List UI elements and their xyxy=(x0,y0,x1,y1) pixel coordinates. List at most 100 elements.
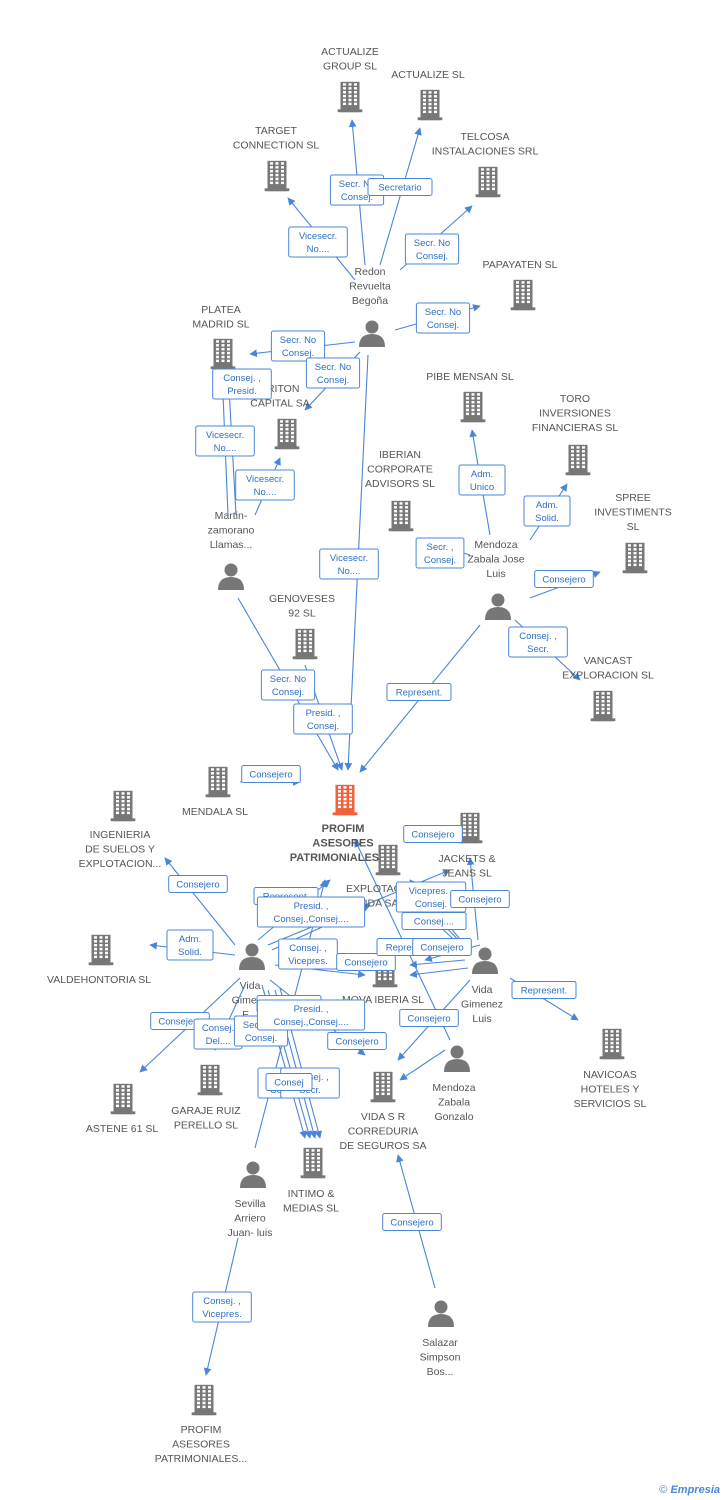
relation-badge[interactable]: Represent. xyxy=(511,981,577,999)
relation-badge[interactable]: Consejero xyxy=(534,570,594,588)
relation-badge[interactable]: Presid. ,Consej.,Consej.... xyxy=(256,896,366,928)
copyright-icon: © xyxy=(659,1484,668,1496)
relation-badge[interactable]: Consejero xyxy=(450,890,510,908)
node-valdehontoria[interactable]: VALDEHONTORIA SL xyxy=(47,934,151,986)
node-salazar[interactable]: SalazarSimpsonBos... xyxy=(420,1300,461,1379)
node-label: Sevilla xyxy=(235,1198,266,1210)
relation-badge-label: Consejero xyxy=(344,958,387,969)
relation-badge-label: Consejero xyxy=(542,575,585,586)
relation-badge[interactable]: Consejero xyxy=(412,938,472,956)
node-actualize[interactable]: ACTUALIZE SL xyxy=(391,69,465,121)
relation-badge[interactable]: Consej.... xyxy=(401,912,467,930)
relation-badge[interactable]: Presid. ,Consej.,Consej.... xyxy=(256,999,366,1031)
relation-badge[interactable]: Secr. No Consej. xyxy=(260,669,316,701)
node-label: PROFIM xyxy=(181,1424,222,1436)
relation-badge-label: Consej. xyxy=(415,899,447,910)
node-label: Simpson xyxy=(420,1352,461,1364)
relation-badge[interactable]: Consejero xyxy=(403,825,463,843)
building-icon xyxy=(375,844,401,876)
relation-badge-label: Consejero xyxy=(458,895,501,906)
node-label: Bos... xyxy=(427,1366,454,1378)
node-label: EXPLOTAC... xyxy=(346,883,410,895)
node-label: Revuelta xyxy=(349,281,391,293)
relation-badge-label: Secr. xyxy=(527,644,549,655)
relation-badge[interactable]: Adm.Unico xyxy=(458,464,506,496)
node-jackets[interactable]: JACKETS &JEANS SL xyxy=(438,812,496,880)
relation-badge[interactable]: Consej. ,Vicepres. xyxy=(192,1291,252,1323)
relation-badge[interactable]: Consejero xyxy=(399,1009,459,1027)
relation-badge[interactable]: Vicesecr.No.... xyxy=(195,425,255,457)
node-profim_suc[interactable]: PROFIMASESORESPATRIMONIALES... xyxy=(155,1384,247,1465)
relation-badge-label: Consej. , xyxy=(519,631,557,642)
relation-badge[interactable]: Consej xyxy=(265,1073,313,1091)
relation-badge[interactable]: Consejero xyxy=(382,1213,442,1231)
relation-badge[interactable]: Consej. , Secr. xyxy=(508,626,568,658)
node-pibe[interactable]: PIBE MENSAN SL xyxy=(426,371,514,423)
relation-badge[interactable]: Consejero xyxy=(241,765,301,783)
relation-badge[interactable]: Consej.Del.... xyxy=(193,1018,243,1050)
relation-badge[interactable]: Consej. ,Presid. xyxy=(212,368,272,400)
node-astene[interactable]: ASTENE 61 SL xyxy=(86,1083,159,1135)
node-label: VIDA SA xyxy=(358,898,399,910)
relation-badge[interactable]: Consejero xyxy=(168,875,228,893)
relation-badge-label: Consej. xyxy=(272,687,304,698)
node-label: DE SUELOS Y xyxy=(85,844,155,856)
relation-badge-label: Vicesecr. xyxy=(206,430,244,441)
relation-badge-label: Secr. No xyxy=(425,307,461,318)
relation-badge[interactable]: Vicesecr.No.... xyxy=(235,469,295,501)
node-martin[interactable]: Martin-zamoranoLlamas... xyxy=(208,510,255,590)
relation-badge[interactable]: Consejero xyxy=(327,1032,387,1050)
relation-badge-label: No.... xyxy=(254,487,277,498)
node-label: VALDEHONTORIA SL xyxy=(47,974,151,986)
node-intimo[interactable]: INTIMO &MEDIAS SL xyxy=(283,1147,339,1215)
person-icon xyxy=(359,320,385,347)
relation-badge[interactable]: Secr. ,Consej. xyxy=(415,537,465,569)
relation-badge[interactable]: Presid. ,Consej. xyxy=(293,703,353,735)
relation-badge[interactable]: Adm.Solid. xyxy=(523,495,571,527)
relation-badge[interactable]: Adm.Solid. xyxy=(166,929,214,961)
relation-badge[interactable]: Represent. xyxy=(386,683,452,701)
relation-badge[interactable]: Consej. ,Vicepres. xyxy=(278,938,338,970)
node-papayaten[interactable]: PAPAYATEN SL xyxy=(483,259,558,311)
node-explotac[interactable]: EXPLOTAC... VIDA SA xyxy=(346,844,410,910)
relation-badge[interactable]: Secretario xyxy=(367,178,433,196)
relation-badge-label: Consejero xyxy=(411,830,454,841)
relation-badge-label: Consejero xyxy=(176,880,219,891)
relation-badge[interactable]: Consejero xyxy=(336,953,396,971)
node-label: PERELLO SL xyxy=(174,1120,238,1132)
node-label: JEANS SL xyxy=(442,868,492,880)
relation-badge[interactable]: Vicesecr.No.... xyxy=(288,226,348,258)
relation-badge-label: Secr. No xyxy=(270,674,306,685)
node-label: ASESORES xyxy=(172,1439,230,1451)
relation-badge-label: Secr. No xyxy=(414,238,450,249)
relation-badge[interactable]: Vicesecr.No.... xyxy=(319,548,379,580)
footer-brand[interactable]: © Empresia xyxy=(659,1484,720,1496)
building-icon xyxy=(417,89,443,121)
node-mendala[interactable]: MENDALA SL xyxy=(182,766,248,818)
node-label: zamorano xyxy=(208,525,255,537)
